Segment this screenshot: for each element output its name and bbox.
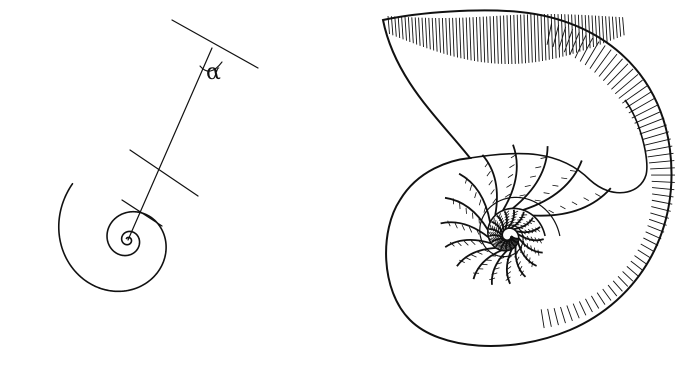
log-spiral-diagram	[59, 20, 258, 291]
radius-line	[128, 48, 212, 240]
hatch-stroke	[495, 220, 496, 226]
hatch-stroke	[499, 223, 500, 229]
log-spiral-curve	[59, 184, 166, 292]
hatch-stroke	[606, 16, 608, 42]
nautilus-shell-illustration	[383, 10, 675, 346]
hatch-stroke	[619, 17, 621, 37]
shell-outer-outline	[383, 10, 672, 346]
hatch-stroke	[623, 17, 625, 35]
hatch-stroke	[609, 16, 611, 40]
hatch-stroke	[500, 225, 501, 231]
angle-alpha-label: α	[206, 60, 221, 85]
hatch-stroke	[612, 17, 614, 40]
hatch-stroke	[616, 17, 618, 38]
hatch-stroke	[497, 222, 498, 228]
hatch-stroke	[494, 218, 495, 224]
